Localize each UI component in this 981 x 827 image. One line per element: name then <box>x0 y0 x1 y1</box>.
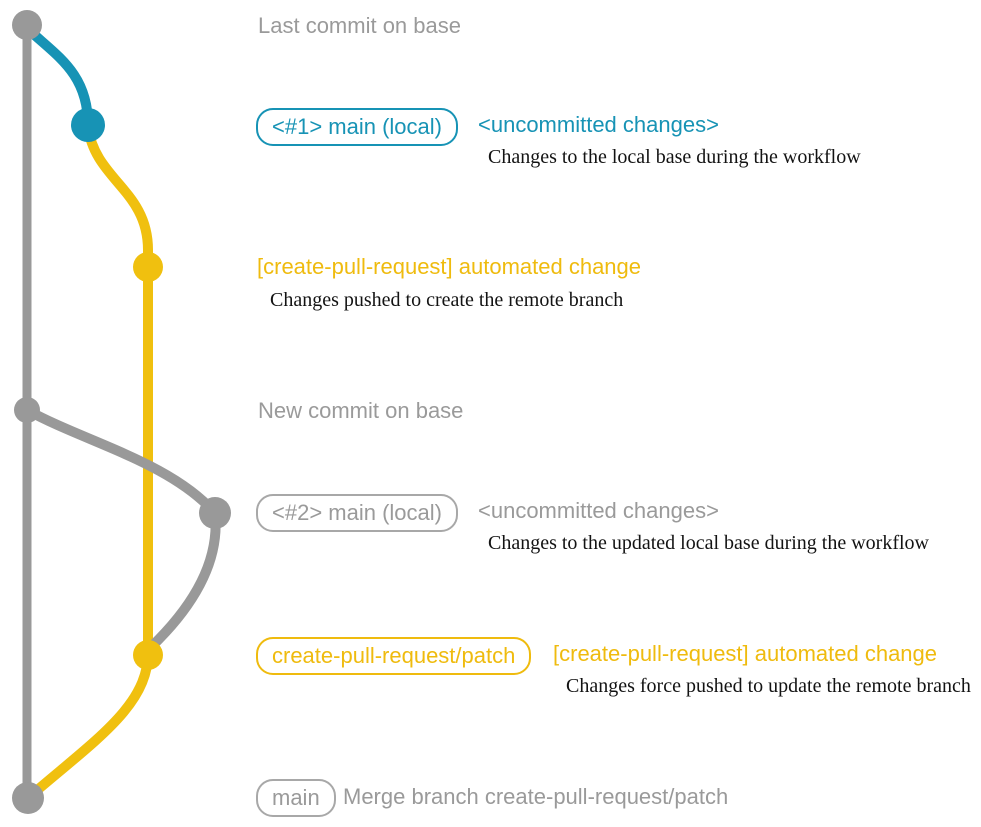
commit-node-merge <box>12 782 44 814</box>
commit-description-uncommitted-2: Changes to the updated local base during… <box>488 532 929 554</box>
branch-label-create-pull-request-patch: create-pull-request/patch <box>256 637 532 675</box>
branch-label-main: main <box>256 779 336 817</box>
commit-node-automated-2 <box>133 640 163 670</box>
new-base-branch-line <box>22 405 221 653</box>
heading-new-commit-on-base: New commit on base <box>258 398 464 423</box>
commit-node-uncommitted-1 <box>71 108 105 142</box>
commit-description-uncommitted-1: Changes to the local base during the wor… <box>488 146 861 168</box>
commit-title-merge: Merge branch create-pull-request/patch <box>343 784 729 809</box>
commit-title-automated-2: [create-pull-request] automated change <box>553 641 938 666</box>
local-changes-branch-line <box>22 23 93 130</box>
commit-title-uncommitted-1: <uncommitted changes> <box>478 112 719 137</box>
commit-node-uncommitted-2 <box>199 497 231 529</box>
commit-description-automated-1: Changes pushed to create the remote bran… <box>270 289 624 311</box>
branch-label-main-local-2: <#2> main (local) <box>256 494 458 532</box>
branch-label-main-local-1: <#1> main (local) <box>256 108 458 146</box>
commit-node-automated-1 <box>133 252 163 282</box>
heading-last-commit-on-base: Last commit on base <box>258 13 461 38</box>
pull-request-branch-line <box>23 122 154 803</box>
commit-title-automated-1: [create-pull-request] automated change <box>257 254 642 279</box>
commit-title-uncommitted-2: <uncommitted changes> <box>478 498 719 523</box>
commit-node-new-base <box>14 397 40 423</box>
commit-description-automated-2: Changes force pushed to update the remot… <box>566 675 971 697</box>
commit-node-last-base <box>12 10 42 40</box>
